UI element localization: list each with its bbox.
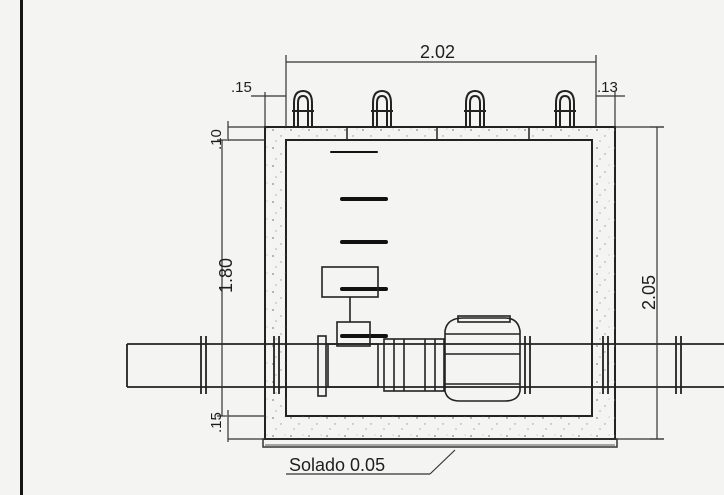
valve-assembly [317, 266, 521, 402]
dimension-right-offset: .13 [597, 79, 618, 96]
dimension-left-offset: .15 [231, 79, 252, 96]
solado-label: Solado 0.05 [289, 455, 385, 475]
dimension-bottom-slab: .15 [208, 412, 225, 433]
dimension-outer-height: 2.05 [639, 275, 659, 310]
sheet-border-line [20, 0, 23, 495]
vault-structure [262, 126, 618, 448]
dimension-lines [217, 55, 664, 475]
dimension-inner-height: 1.80 [216, 258, 236, 293]
lifting-hooks [292, 89, 576, 127]
dimension-top-slab: .10 [208, 129, 225, 150]
dimension-top-width: 2.02 [420, 42, 455, 62]
ladder-rungs [330, 151, 388, 338]
cover-slab-joints [346, 127, 530, 140]
